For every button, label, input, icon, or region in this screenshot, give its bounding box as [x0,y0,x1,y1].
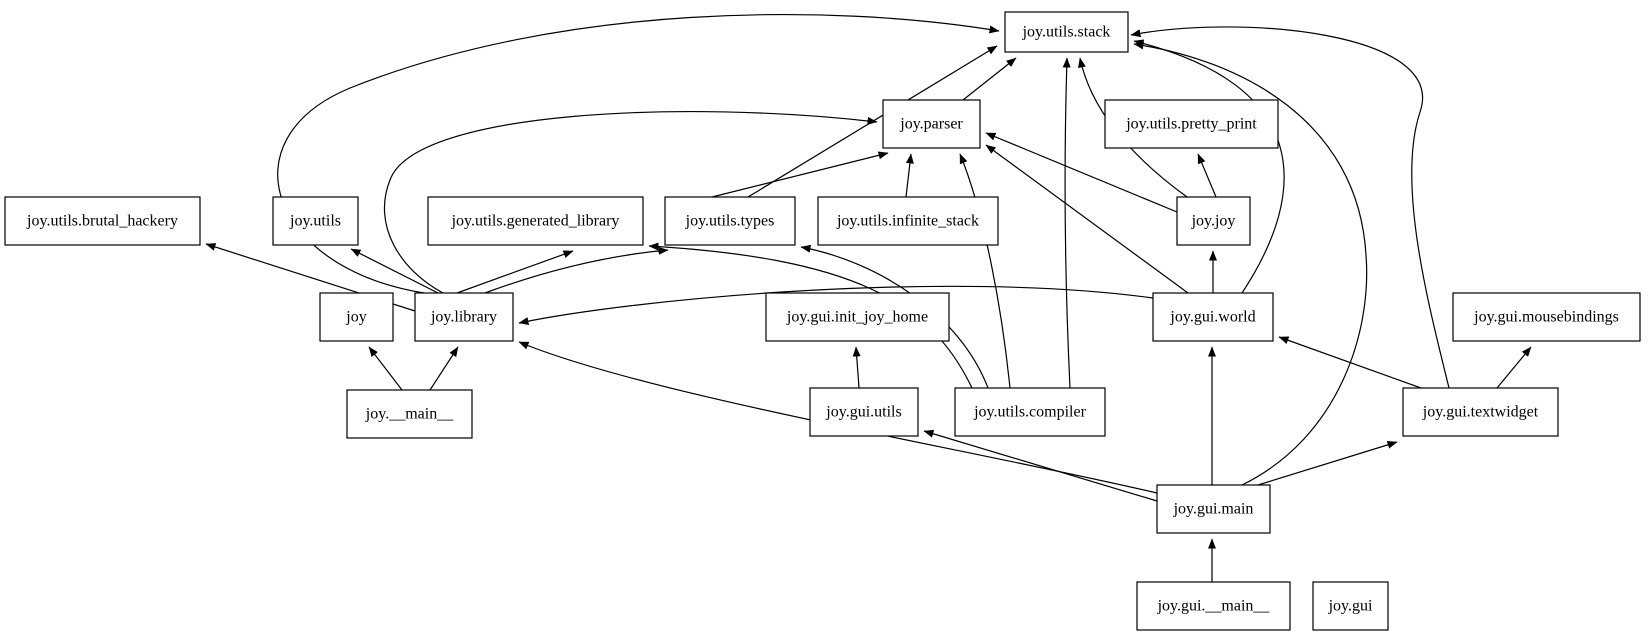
node-box-joy-gui-mousebindings [1452,292,1641,342]
node-label-joy-gui-world: joy.gui.world [1169,309,1255,326]
node-box-joy-utils-generated_library [427,196,644,246]
edge-joy-gui-textwidget--joy-gui-mousebindings [1496,346,1532,389]
node-joy-utils-stack: joy.utils.stack [1004,11,1129,53]
edge-joy-gui-world--joy-library [518,285,1154,325]
node-box-joy-__main__ [346,389,473,439]
edge-joy-__main__--joy-library [429,346,459,391]
node-box-joy-gui-init_joy_home [765,292,950,342]
edge-joy-utils-compiler--joy-utils-generated_library [648,242,973,389]
node-joy-gui-utils: joy.gui.utils [809,387,919,437]
node-label-joy-gui-textwidget: joy.gui.textwidget [1422,404,1539,421]
node-box-joy-utils-stack [1004,11,1129,53]
node-joy-gui-main: joy.gui.main [1156,484,1271,534]
node-joy-utils-brutal_hackery: joy.utils.brutal_hackery [4,196,201,246]
node-joy-gui-__main__: joy.gui.__main__ [1136,581,1291,631]
node-box-joy [319,292,394,342]
nodes-layer: joy.utils.stack joy.parser joy.utils.prett… [4,11,1641,631]
node-label-joy-gui-mousebindings: joy.gui.mousebindings [1473,309,1619,326]
node-joy-utils-compiler: joy.utils.compiler [954,387,1106,437]
edge-joy-gui-main--joy-utils-stack [1133,41,1368,486]
node-label-joy-utils: joy.utils [289,213,341,230]
node-box-joy-utils-types [664,196,796,246]
node-label-joy-utils-types: joy.utils.types [685,213,775,230]
edge-joy-gui-utils--joy-gui-init_joy_home [852,346,861,389]
node-joy: joy [319,292,394,342]
node-joy-gui: joy.gui [1312,581,1389,631]
node-joy-utils-pretty_print: joy.utils.pretty_print [1104,99,1279,149]
edge-joy-utils-infinite_stack--joy-parser [905,153,914,198]
edge-joy-library--joy-utils-generated_library [456,250,574,294]
edge-joy-utils-compiler--joy-utils-stack [1062,57,1071,389]
node-label-joy-gui-main: joy.gui.main [1173,501,1254,518]
node-box-joy-gui-utils [809,387,919,437]
edge-joy-gui-main--joy-gui-utils [923,429,1158,502]
node-box-joy-gui-world [1152,292,1274,342]
node-box-joy-gui [1312,581,1389,631]
edge-joy-library--joy-utils-stack [277,13,1000,294]
node-label-joy: joy [345,309,366,326]
node-label-joy-utils-generated_library: joy.utils.generated_library [451,213,620,230]
node-label-joy-utils-pretty_print: joy.utils.pretty_print [1125,116,1257,133]
edge-joy-parser--joy-utils-stack [962,57,1017,101]
node-label-joy-__main__: joy.__main__ [365,406,454,423]
edge-joy-gui-world--joy-utils-stack [1133,39,1285,294]
node-label-joy-utils-brutal_hackery: joy.utils.brutal_hackery [26,213,178,230]
node-label-joy-utils-compiler: joy.utils.compiler [973,404,1087,421]
node-box-joy-utils-pretty_print [1104,99,1279,149]
node-box-joy-gui-__main__ [1136,581,1291,631]
edge-joy-utils-types--joy-parser [711,151,889,198]
edge-joy-gui-world--joy-parser [985,144,1189,294]
node-box-joy-joy [1176,196,1251,246]
edge-joy-joy--joy-utils-pretty_print [1197,153,1217,198]
edge-joy-gui-textwidget--joy-utils-stack [1130,26,1450,389]
node-label-joy-gui-utils: joy.gui.utils [825,404,901,421]
node-joy-utils-generated_library: joy.utils.generated_library [427,196,644,246]
node-box-joy-gui-main [1156,484,1271,534]
node-box-joy-utils [272,196,359,246]
node-joy-joy: joy.joy [1176,196,1251,246]
node-label-joy-gui-__main__: joy.gui.__main__ [1157,598,1271,615]
node-joy-utils-infinite_stack: joy.utils.infinite_stack [817,196,999,246]
edge-joy-utils-compiler--joy-parser [959,153,1011,389]
edge-joy-joy--joy-parser [985,132,1178,213]
node-joy-gui-init_joy_home: joy.gui.init_joy_home [765,292,950,342]
node-joy-utils: joy.utils [272,196,359,246]
node-label-joy-gui-init_joy_home: joy.gui.init_joy_home [786,309,928,326]
node-box-joy-utils-compiler [954,387,1106,437]
edge-joy-utils-types--joy-utils-stack [747,45,998,198]
node-label-joy-utils-infinite_stack: joy.utils.infinite_stack [836,213,979,230]
node-box-joy-utils-infinite_stack [817,196,999,246]
edge-joy-gui-textwidget--joy-gui-world [1278,336,1422,389]
node-box-joy-gui-textwidget [1402,387,1559,437]
node-joy-parser: joy.parser [882,99,981,149]
node-joy-gui-world: joy.gui.world [1152,292,1274,342]
node-label-joy-gui: joy.gui [1328,598,1373,615]
node-joy-utils-types: joy.utils.types [664,196,796,246]
node-box-joy-utils-brutal_hackery [4,196,201,246]
edge-joy-library--joy-parser [383,111,878,294]
node-box-joy-parser [882,99,981,149]
node-label-joy-utils-stack: joy.utils.stack [1022,24,1111,41]
edge-joy-gui-main--joy-gui-textwidget [1257,440,1398,486]
node-joy-gui-textwidget: joy.gui.textwidget [1402,387,1559,437]
node-box-joy-library [414,292,514,342]
edge-joy-library--joy-utils-types [484,246,669,294]
edge-joy-__main__--joy [368,346,403,391]
node-joy-library: joy.library [414,292,514,342]
edge-joy-library--joy-utils [350,248,439,294]
node-label-joy-library: joy.library [430,309,497,326]
node-joy-gui-mousebindings: joy.gui.mousebindings [1452,292,1641,342]
node-label-joy-parser: joy.parser [899,116,963,133]
node-label-joy-joy: joy.joy [1191,213,1236,230]
node-joy-__main__: joy.__main__ [346,389,473,439]
